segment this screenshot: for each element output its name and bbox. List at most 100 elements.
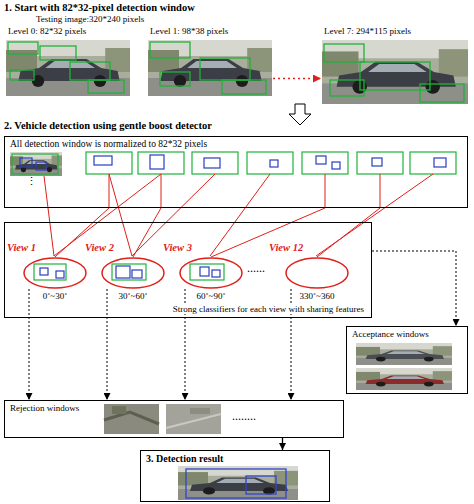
drawing-part: [132, 174, 215, 256]
ellipse-outline: [23, 257, 87, 289]
angle-range: 60˚~90˚: [197, 291, 226, 301]
drawing-part: [20, 158, 32, 167]
pyramid-level: Level 0: 82*32 pixels: [6, 26, 130, 96]
drawing-part: [190, 408, 210, 414]
view-ellipse-shape: [286, 258, 348, 288]
drawing-part: [330, 80, 364, 96]
car-photo: [322, 40, 468, 104]
box-text: Rejection windows: [5, 401, 343, 415]
result-box: 3. Detection result: [140, 450, 330, 502]
drawing-part: [210, 174, 270, 256]
drawing-part: [247, 152, 293, 174]
drawing-part: [357, 152, 403, 174]
drawing-part: [316, 174, 433, 256]
drawing-part: [150, 42, 190, 58]
drawing-part: [10, 70, 34, 80]
drawing-part: [324, 44, 364, 62]
drawing-part: [34, 264, 66, 280]
car-photo: [10, 152, 62, 176]
level-caption: Level 0: 82*32 pixels: [6, 26, 130, 36]
drawing-part: [88, 80, 124, 93]
drawing-part: [380, 174, 381, 208]
ellipse-outline: [285, 257, 349, 289]
ellipse-outline: [101, 257, 165, 289]
connector: [282, 438, 283, 450]
view-name: View 3: [163, 242, 192, 254]
drawing-part: [166, 404, 221, 434]
view-ellipse: View 12330˚~360: [285, 257, 349, 289]
drawing-part: [138, 152, 184, 174]
view-ellipse-shape: [102, 258, 164, 288]
connector: [107, 289, 108, 400]
drawing-part: [112, 264, 146, 280]
hollow-arrow: [289, 104, 311, 125]
car-photo: [178, 466, 298, 500]
ellipsis-mark: ........: [232, 410, 256, 424]
pyramid-level: Level 1: 98*38 pixels: [148, 26, 272, 96]
drawing-part: [150, 155, 164, 169]
connector: [372, 251, 456, 326]
drawing-part: [246, 476, 276, 494]
box-text: Acceptance windows: [347, 327, 467, 341]
view-ellipse: View 230˚~60˚: [101, 257, 165, 289]
angle-range: 30˚~60˚: [119, 291, 148, 301]
ellipse-outline: [179, 257, 243, 289]
feature-lines: [44, 174, 433, 256]
normalize-box: All detection window is normalized to 82…: [4, 136, 468, 208]
normalized-thumbnails: [10, 152, 456, 176]
view-ellipse: View 360˚~90˚: [179, 257, 243, 289]
drawing-part: [270, 160, 278, 167]
drawing-part: [116, 266, 130, 278]
section-heading: 1. Start with 82*32-pixel detection wind…: [4, 2, 195, 14]
view-features: [34, 264, 224, 280]
drawing-part: [302, 152, 348, 174]
drawing-part: [186, 469, 286, 498]
connector: [29, 289, 30, 400]
car-photo: [148, 40, 272, 96]
drawing-part: [204, 158, 220, 168]
drawing-part: [94, 156, 112, 165]
drawing-part: [325, 174, 326, 208]
drawing-part: [420, 84, 464, 102]
drawing-part: [161, 174, 162, 208]
drawing-part: [200, 267, 209, 276]
drawing-part: [40, 46, 76, 60]
drawing-part: [192, 152, 238, 174]
acceptance-box: Acceptance windows: [346, 326, 468, 394]
box-text: 3. Detection result: [141, 451, 329, 467]
acceptance-images: [356, 343, 452, 390]
drawing-part: [410, 152, 456, 174]
connector: [133, 208, 161, 257]
drawing-part: [12, 154, 58, 174]
view-name: View 12: [269, 242, 303, 254]
drawing-part: [36, 162, 46, 170]
view-ellipse-shape: [24, 258, 86, 288]
box-text: All detection window is normalized to 82…: [5, 137, 467, 152]
pyramid-level: Level 7: 294*115 pixels: [322, 26, 468, 104]
drawing-part: [94, 155, 446, 169]
rejection-box: Rejection windows: [4, 400, 344, 438]
detection-windows: [8, 42, 464, 102]
image-size-note: Testing image:320*240 pixels: [36, 14, 144, 24]
angle-range: 330˚~360: [300, 291, 335, 301]
drawing-part: [332, 162, 340, 169]
drawing-part: [200, 58, 250, 80]
drawing-part: [44, 176, 54, 256]
drawing-part: [160, 72, 190, 86]
car-photo: [6, 40, 130, 96]
drawing-part: [104, 404, 159, 434]
view-classifier-box: Strong classifiers for each view with sh…: [4, 222, 372, 318]
drawing-part: [222, 80, 266, 94]
drawing-part: [372, 158, 382, 166]
rejection-images: [104, 404, 221, 434]
connector: [211, 208, 325, 257]
drawing-part: [86, 152, 132, 174]
connector: [317, 208, 380, 257]
level-caption: Level 7: 294*115 pixels: [322, 26, 468, 36]
drawing-part: [70, 62, 110, 80]
drawing-part: [132, 270, 142, 278]
ellipsis-mark: ......: [247, 262, 265, 276]
drawing-part: [8, 42, 38, 54]
drawing-part: [166, 414, 221, 428]
